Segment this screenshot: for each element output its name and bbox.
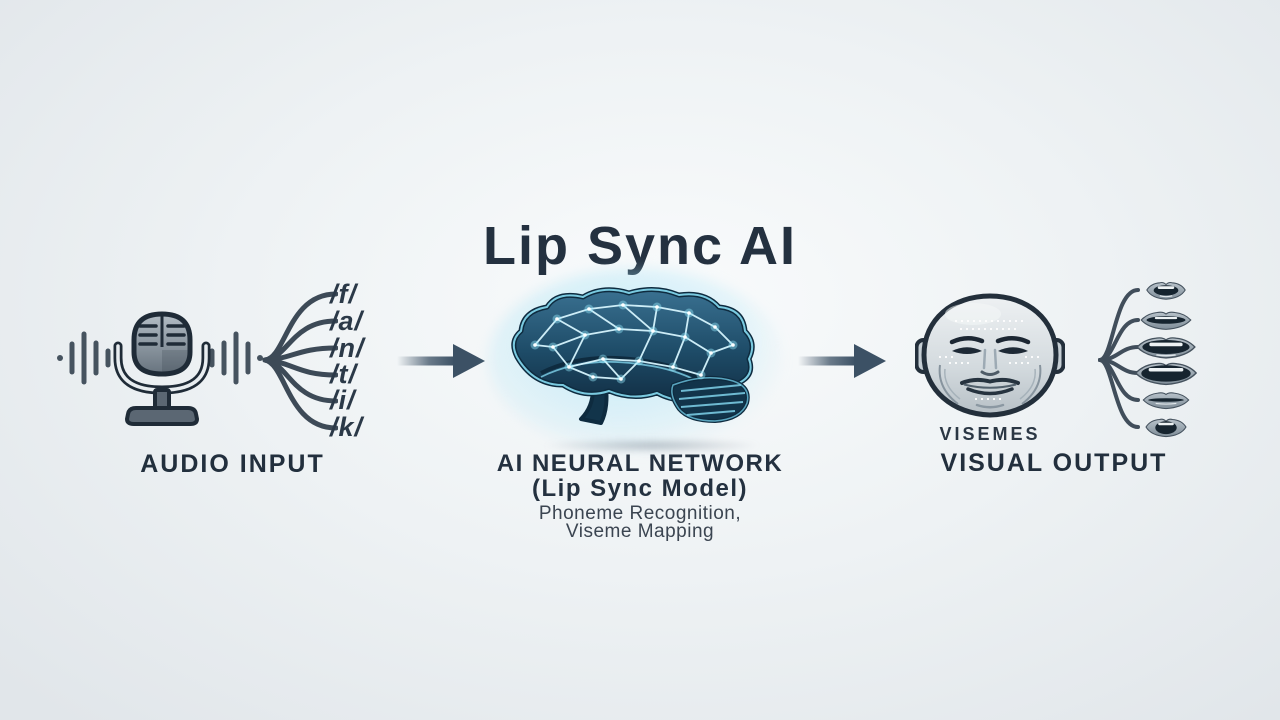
phoneme-label: /n/ <box>330 333 365 363</box>
flow-arrow-icon <box>397 344 485 378</box>
viseme-mouth-3-icon <box>1136 337 1196 359</box>
visual-output-label: VISUAL OUTPUT <box>940 449 1168 477</box>
sound-wave-icon <box>57 331 263 385</box>
phoneme-label: /k/ <box>330 412 364 442</box>
microphone-icon <box>57 311 263 426</box>
viseme-mouth-4-icon <box>1134 362 1198 386</box>
diagram-title: Lip Sync AI <box>482 216 798 277</box>
neural-network-description: Phoneme Recognition, <box>538 503 742 524</box>
viseme-mouth-5-icon <box>1142 392 1190 410</box>
phoneme-label: /i/ <box>330 385 356 415</box>
flow-arrow-icon <box>798 344 886 378</box>
brain-shadow <box>542 438 762 453</box>
viseme-mouth-1-icon <box>1146 282 1186 300</box>
audio-input-label: AUDIO INPUT <box>140 450 325 478</box>
phoneme-label: /t/ <box>330 359 357 389</box>
neural-network-description: Viseme Mapping <box>565 521 715 542</box>
brain-icon <box>511 287 755 425</box>
phoneme-label: /f/ <box>330 279 357 309</box>
android-face-icon <box>915 293 1065 418</box>
viseme-mouth-2-icon <box>1140 311 1192 330</box>
visemes-label: VISEMES <box>939 424 1041 444</box>
viseme-branch-lines <box>1098 288 1140 429</box>
phoneme-branch-lines <box>262 291 338 431</box>
viseme-mouth-6-icon <box>1145 418 1187 438</box>
neural-network-title: AI NEURAL NETWORK <box>496 450 784 477</box>
neural-network-subtitle: (Lip Sync Model) <box>532 475 748 502</box>
neural-network-nodes <box>530 300 738 384</box>
phoneme-label: /a/ <box>330 306 364 336</box>
